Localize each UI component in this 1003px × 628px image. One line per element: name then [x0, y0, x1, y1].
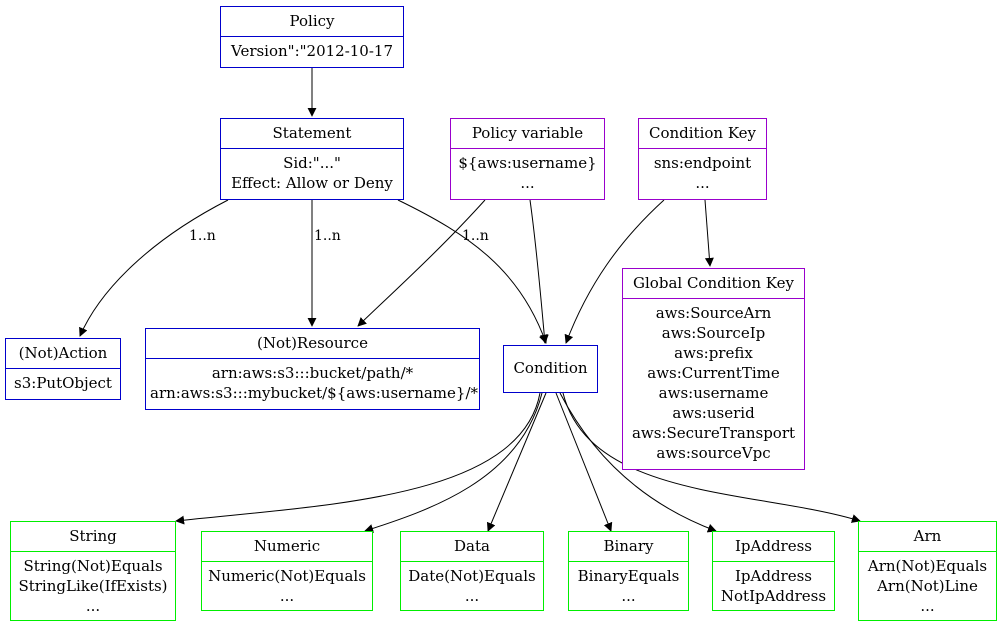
action-node: (Not)Action s3:PutObject: [5, 338, 121, 400]
data-line: Date(Not)Equals: [408, 567, 536, 585]
policy-variable-line: ${aws:username}: [458, 154, 597, 172]
policy-line: Version":"2012-10-17: [230, 42, 394, 60]
resource-line: arn:aws:s3:::mybucket/${aws:username}/*: [150, 384, 479, 402]
string-line: StringLike(IfExists): [18, 577, 168, 595]
ipaddress-title: IpAddress: [734, 537, 812, 555]
string-body: String(Not)Equals StringLike(IfExists) .…: [11, 551, 175, 620]
ipaddress-line: NotIpAddress: [720, 587, 827, 605]
binary-body: BinaryEquals ...: [569, 561, 688, 610]
numeric-title: Numeric: [253, 537, 321, 555]
edge-conditionkey-condition: [564, 199, 665, 344]
global-condition-key-line: aws:userid: [672, 404, 755, 422]
action-body: s3:PutObject: [6, 368, 120, 397]
policy-variable-body: ${aws:username} ...: [451, 148, 604, 197]
global-condition-key-line: aws:username: [658, 384, 769, 402]
condition-key-line: ...: [695, 174, 710, 192]
action-title: (Not)Action: [18, 344, 108, 362]
binary-node: Binary BinaryEquals ...: [568, 531, 689, 611]
binary-title: Binary: [603, 537, 654, 555]
edge-condition-ipaddress: [559, 392, 717, 533]
edge-statement-condition: [397, 199, 548, 344]
resource-title: (Not)Resource: [257, 334, 368, 352]
arn-line: Arn(Not)Line: [877, 577, 978, 595]
edge-variable-resource: [357, 199, 486, 327]
arn-node: Arn Arn(Not)Equals Arn(Not)Line ...: [858, 521, 997, 621]
policy-variable-title: Policy variable: [471, 124, 584, 142]
numeric-body: Numeric(Not)Equals ...: [202, 561, 372, 610]
global-condition-key-line: aws:SecureTransport: [631, 424, 796, 442]
statement-line: Sid:"...": [283, 154, 341, 172]
edge-condition-data: [486, 392, 547, 532]
numeric-node: Numeric Numeric(Not)Equals ...: [201, 531, 373, 611]
condition-key-body: sns:endpoint ...: [639, 148, 766, 197]
numeric-line: Numeric(Not)Equals: [208, 567, 366, 585]
string-title: String: [69, 527, 117, 545]
condition-node: Condition: [503, 345, 598, 393]
string-line: String(Not)Equals: [23, 557, 163, 575]
policy-node: Policy Version":"2012-10-17: [220, 6, 404, 68]
statement-node: Statement Sid:"..." Effect: Allow or Den…: [220, 118, 404, 200]
string-node: String String(Not)Equals StringLike(IfEx…: [10, 521, 176, 621]
statement-body: Sid:"..." Effect: Allow or Deny: [221, 148, 403, 197]
resource-line: arn:aws:s3:::bucket/path/*: [211, 364, 414, 382]
arn-body: Arn(Not)Equals Arn(Not)Line ...: [859, 551, 996, 620]
policy-variable-line: ...: [520, 174, 535, 192]
statement-title: Statement: [272, 124, 352, 142]
arn-line: Arn(Not)Equals: [867, 557, 988, 575]
edge-label-statement-condition: 1..n: [462, 228, 489, 244]
ipaddress-body: IpAddress NotIpAddress: [713, 561, 834, 610]
global-condition-key-line: aws:sourceVpc: [656, 444, 771, 462]
edge-condition-binary: [555, 392, 613, 532]
condition-title: Condition: [513, 359, 588, 377]
global-condition-key-line: aws:SourceArn: [655, 304, 772, 322]
data-node: Data Date(Not)Equals ...: [400, 531, 544, 611]
edge-label-statement-resource: 1..n: [314, 228, 341, 244]
binary-line: ...: [621, 587, 636, 605]
global-condition-key-title: Global Condition Key: [633, 274, 794, 292]
edge-label-statement-action: 1..n: [189, 228, 216, 244]
string-line: ...: [85, 597, 101, 615]
global-condition-key-line: aws:SourceIp: [661, 324, 766, 342]
condition-key-node: Condition Key sns:endpoint ...: [638, 118, 767, 200]
data-line: ...: [464, 587, 480, 605]
action-line: s3:PutObject: [14, 374, 112, 392]
statement-line: Effect: Allow or Deny: [231, 174, 393, 192]
resource-body: arn:aws:s3:::bucket/path/* arn:aws:s3:::…: [146, 358, 479, 407]
binary-line: BinaryEquals: [577, 567, 680, 585]
edge-variable-condition: [529, 199, 549, 344]
data-body: Date(Not)Equals ...: [401, 561, 543, 610]
arn-title: Arn: [913, 527, 942, 545]
data-title: Data: [454, 537, 490, 555]
ipaddress-line: IpAddress: [734, 567, 812, 585]
condition-key-title: Condition Key: [648, 124, 756, 142]
ipaddress-node: IpAddress IpAddress NotIpAddress: [712, 531, 835, 611]
policy-variable-node: Policy variable ${aws:username} ...: [450, 118, 605, 200]
edge-condition-string: [175, 392, 541, 525]
edge-condition-arn: [562, 392, 861, 523]
edge-statement-action: [79, 199, 229, 337]
arn-line: ...: [920, 597, 935, 615]
condition-key-line: sns:endpoint: [653, 154, 752, 172]
edge-condition-numeric: [364, 392, 543, 533]
global-condition-key-node: Global Condition Key aws:SourceArn aws:S…: [622, 268, 805, 470]
global-condition-key-body: aws:SourceArn aws:SourceIp aws:prefix aw…: [623, 298, 804, 467]
global-condition-key-line: aws:prefix: [674, 344, 753, 362]
numeric-line: ...: [279, 587, 295, 605]
policy-body: Version":"2012-10-17: [221, 36, 403, 65]
edge-conditionkey-global: [704, 199, 714, 267]
resource-node: (Not)Resource arn:aws:s3:::bucket/path/*…: [145, 328, 480, 410]
policy-title: Policy: [289, 12, 335, 30]
global-condition-key-line: aws:CurrentTime: [647, 364, 780, 382]
